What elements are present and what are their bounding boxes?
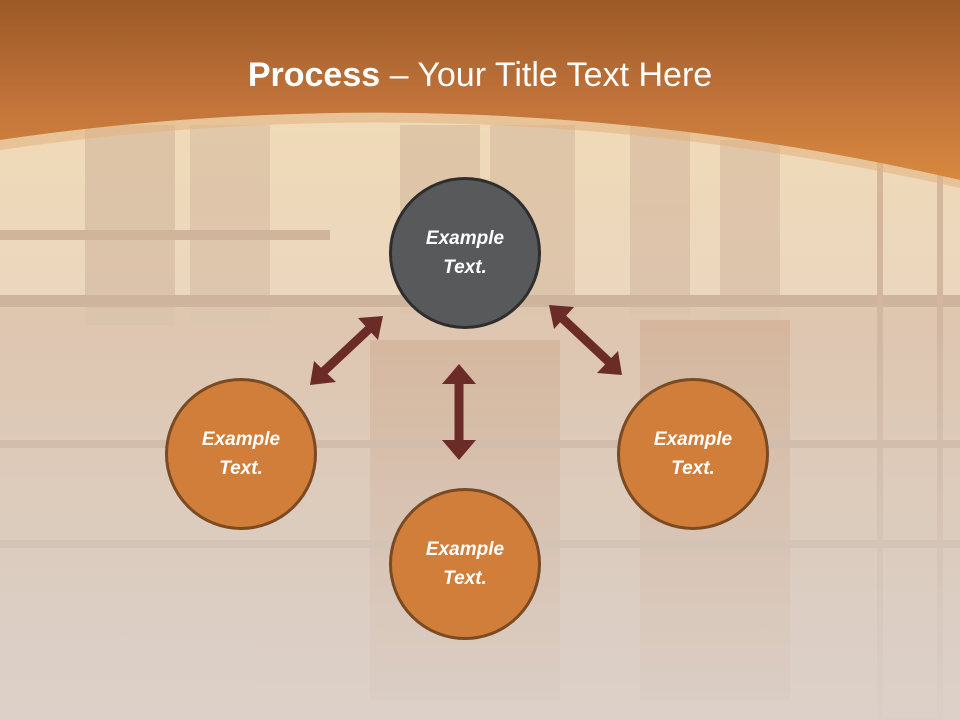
node-text-line2: Text.: [443, 257, 487, 278]
node-text-line1: Example: [425, 228, 505, 249]
node-text-line1: Example: [653, 429, 733, 450]
center-node: Example Text.: [389, 177, 541, 329]
node-text-line1: Example: [425, 539, 505, 560]
double-arrow-center-right: [549, 305, 622, 375]
node-text-line1: Example: [201, 429, 281, 450]
header-band: [0, 0, 960, 180]
title-bold: Process: [247, 56, 381, 94]
slide-title: Process – Your Title Text Here: [0, 50, 960, 100]
right-node: Example Text.: [617, 378, 769, 530]
double-arrow-center-left: [310, 316, 383, 385]
double-arrow-center-bottom: [442, 364, 476, 460]
arrows: [310, 305, 622, 460]
title-dash: –: [380, 56, 418, 94]
title-rest: Your Title Text Here: [417, 56, 713, 94]
node-text-line2: Text.: [671, 458, 715, 479]
bottom-node: Example Text.: [389, 488, 541, 640]
node-text-line2: Text.: [219, 458, 263, 479]
node-text-line2: Text.: [443, 568, 487, 589]
left-node: Example Text.: [165, 378, 317, 530]
